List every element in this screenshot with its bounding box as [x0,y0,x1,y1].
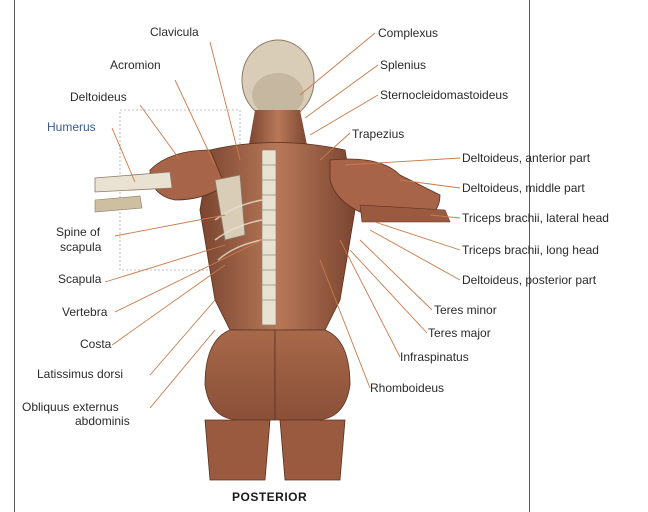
hips [205,330,275,420]
label-complexus: Complexus [378,26,438,40]
view-title: POSTERIOR [232,490,307,504]
label-scapula: Scapula [58,272,101,286]
label-deltoideus-anterior: Deltoideus, anterior part [462,151,590,165]
label-sternocleidomastoideus: Sternocleidomastoideus [380,88,508,102]
label-spine-of-scapula-1: Spine of [56,225,100,239]
label-deltoideus-posterior: Deltoideus, posterior part [462,273,596,287]
label-infraspinatus: Infraspinatus [400,350,469,364]
label-acromion: Acromion [110,58,161,72]
spine [262,150,276,325]
label-rhomboideus: Rhomboideus [370,381,444,395]
label-trapezius: Trapezius [352,127,404,141]
label-splenius: Splenius [380,58,426,72]
label-teres-major: Teres major [428,326,491,340]
left-humerus [95,172,172,192]
label-triceps-lateral: Triceps brachii, lateral head [462,211,609,225]
label-deltoideus: Deltoideus [70,90,127,104]
label-vertebra: Vertebra [62,305,107,319]
label-obliquus-1: Obliquus externus [22,400,119,414]
right-thigh [280,420,345,480]
label-clavicula: Clavicula [150,25,199,39]
label-teres-minor: Teres minor [434,303,497,317]
label-humerus: Humerus [47,120,96,134]
label-costa: Costa [80,337,111,351]
label-triceps-long: Triceps brachii, long head [462,243,599,257]
label-latissimus-dorsi: Latissimus dorsi [37,367,123,381]
label-obliquus-2: abdominis [75,414,130,428]
label-deltoideus-middle: Deltoideus, middle part [462,181,585,195]
label-spine-of-scapula-2: scapula [60,240,101,254]
left-thigh [205,420,270,480]
